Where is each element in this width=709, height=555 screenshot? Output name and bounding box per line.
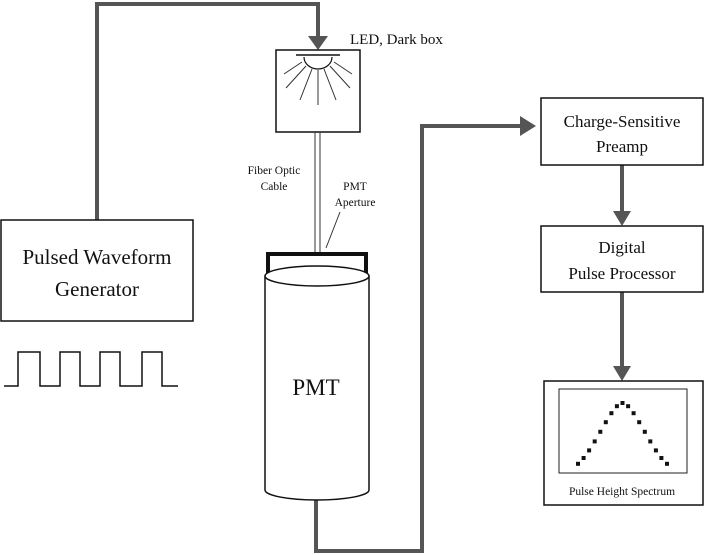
spectrum-dots: [576, 401, 669, 466]
spectrum-dot: [576, 461, 580, 466]
spectrum-dot: [626, 404, 631, 409]
pmt-to-preamp-wire: [314, 124, 522, 553]
pulse-processor-box: [540, 225, 704, 293]
spectrum-dot: [603, 420, 608, 425]
pmt-to-preamp-arrowhead: [520, 116, 536, 136]
square-wave-icon: [4, 351, 178, 387]
preamp-box: [540, 97, 704, 166]
pmt-tube: [264, 252, 370, 501]
aperture-leader-line: [325, 211, 341, 249]
generator-to-led-arrowhead: [308, 36, 328, 50]
generator-to-led-wire: [95, 2, 320, 220]
led-dark-box: [275, 49, 361, 133]
light-rays-icon: [283, 61, 353, 105]
spectrum-dot: [642, 429, 647, 434]
spectrum-dot: [581, 456, 586, 460]
spectrum-dot: [637, 420, 642, 425]
preamp-label-line1: Charge-Sensitive: [564, 112, 681, 131]
spectrum-dot: [665, 461, 669, 466]
pulse-processor-label-line1: Digital: [598, 238, 645, 257]
spectrum-dot: [653, 448, 658, 453]
spectrum-dot: [614, 404, 619, 409]
processor-to-spectrum-arrowhead: [613, 366, 631, 381]
waveform-generator-label-line1: Pulsed Waveform: [23, 245, 172, 269]
fiber-optic-label-line2: Cable: [261, 181, 288, 193]
spectrum-dot: [587, 448, 592, 453]
preamp-to-processor-arrowhead: [613, 211, 631, 226]
waveform-generator-box: [0, 219, 194, 322]
spectrum-dot: [609, 411, 614, 416]
spectrum-dot: [592, 439, 597, 444]
spectrum-dot: [598, 429, 603, 434]
waveform-generator-label-line2: Generator: [55, 277, 139, 301]
fiber-optic-label-line1: Fiber Optic: [248, 165, 301, 177]
pmt-aperture-label-line2: Aperture: [335, 197, 376, 209]
led-dark-box-label: LED, Dark box: [350, 32, 443, 48]
pmt-aperture-label-line1: PMT: [343, 181, 367, 193]
spectrum-dot: [648, 439, 653, 444]
spectrum-dot: [631, 411, 636, 416]
spectrum-dot: [620, 401, 625, 405]
spectrum-dot: [659, 456, 664, 460]
fiber-optic-cable: [314, 132, 321, 254]
pulse-processor-label-line2: Pulse Processor: [568, 264, 676, 283]
pmt-label: PMT: [292, 375, 339, 400]
preamp-label-line2: Preamp: [596, 137, 648, 156]
spectrum-label: Pulse Height Spectrum: [569, 486, 675, 498]
